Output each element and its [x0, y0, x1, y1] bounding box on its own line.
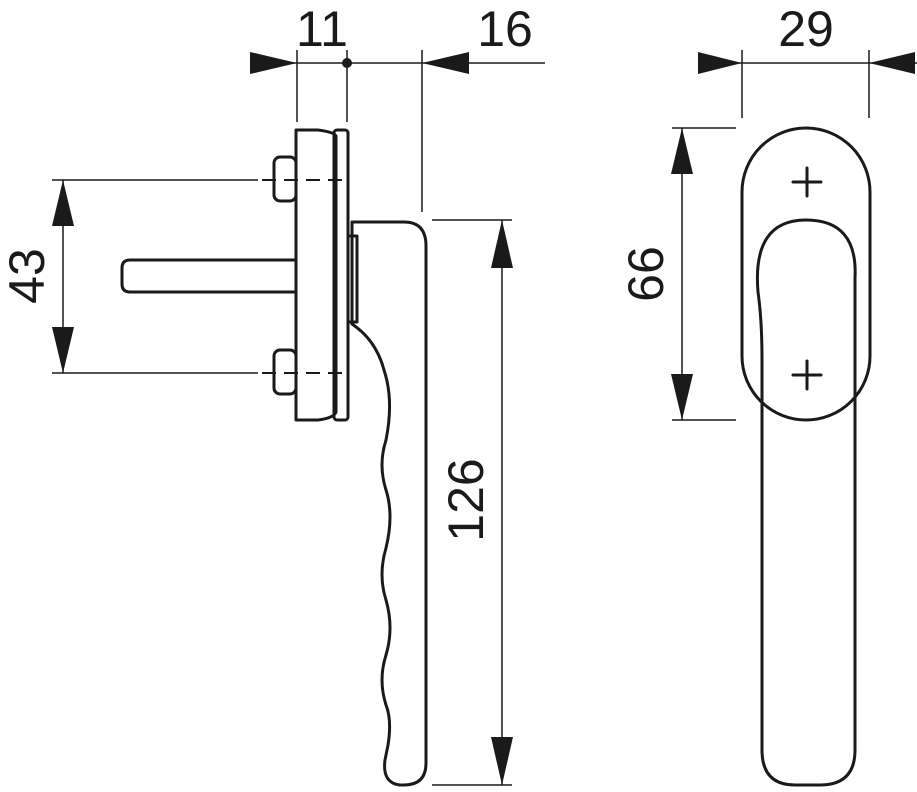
- arrow-11-left: [250, 52, 297, 74]
- dimension-label-29: 29: [778, 1, 834, 57]
- arrow-43-top: [52, 180, 74, 226]
- arrow-66-top: [671, 128, 693, 174]
- rosette-base: [294, 128, 338, 422]
- spindle-spacing-dimension: 43: [0, 179, 258, 374]
- arrow-126-bottom: [491, 737, 513, 785]
- dimension-label-43: 43: [0, 248, 55, 304]
- rosette-front: [740, 126, 872, 422]
- arrow-43-bottom: [52, 327, 74, 373]
- dimension-dot: [342, 58, 352, 68]
- arrow-66-bottom: [671, 374, 693, 420]
- arrow-29-right: [869, 52, 915, 74]
- handle-lever-front: [755, 218, 857, 787]
- front-view: [740, 126, 872, 787]
- handle-length-dimension: 126: [432, 219, 513, 786]
- top-width-dimension: 29: [698, 1, 917, 118]
- upper-screw-cross: [791, 166, 823, 198]
- rosette-height-dimension: 66: [618, 127, 736, 421]
- spindle: [120, 258, 298, 294]
- arrow-16-left: [422, 52, 469, 74]
- handle-lever-side: [350, 220, 428, 787]
- dimension-label-11: 11: [296, 1, 348, 57]
- dimension-label-126: 126: [438, 458, 494, 541]
- dimension-label-66: 66: [618, 246, 674, 302]
- arrow-126-top: [491, 220, 513, 268]
- lower-screw-cross: [791, 359, 823, 391]
- side-view: [120, 128, 428, 787]
- dimension-label-16: 16: [477, 1, 533, 57]
- arrow-29-left: [698, 52, 742, 74]
- top-depth-dimensions: 11 16: [250, 1, 545, 212]
